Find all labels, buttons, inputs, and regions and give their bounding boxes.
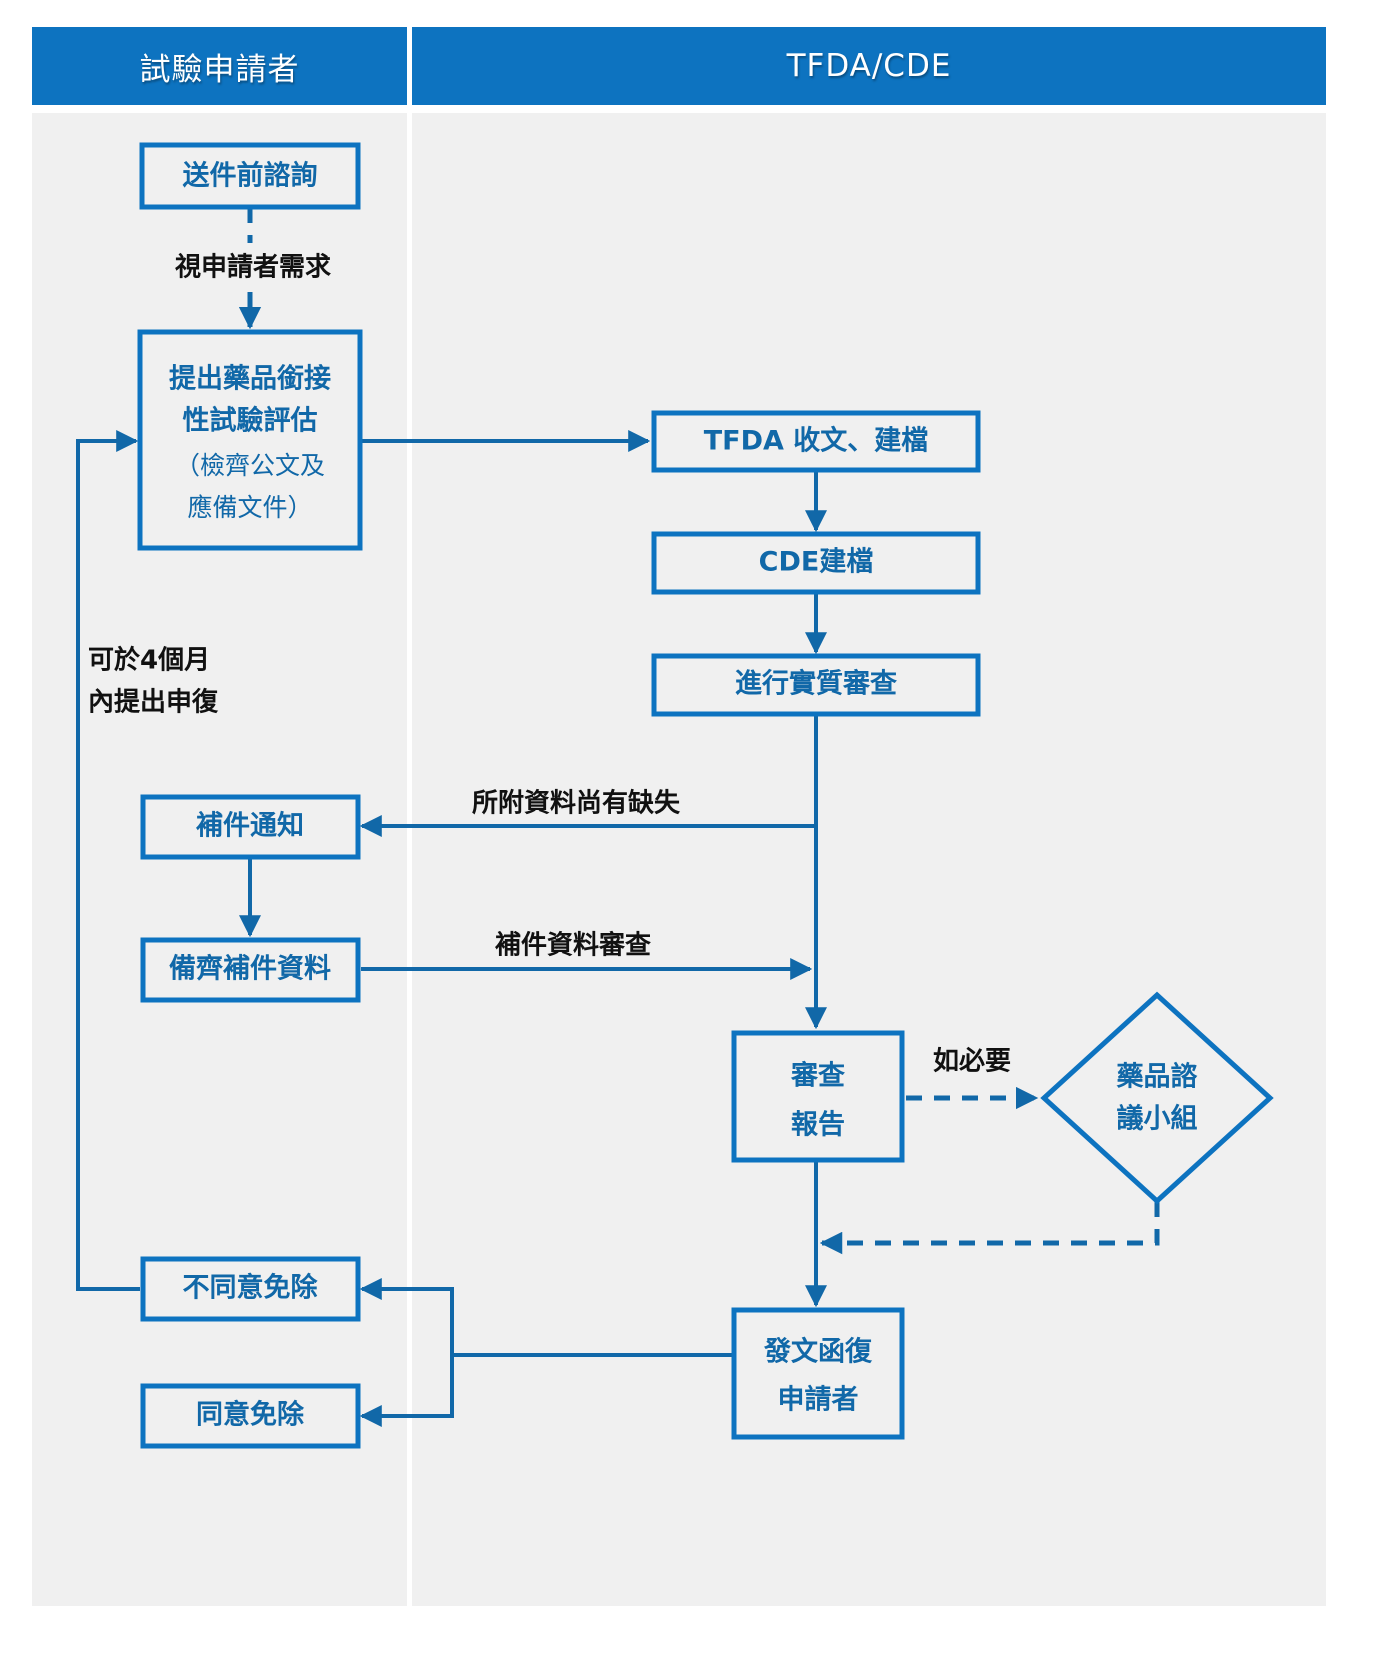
node-cde-filing[interactable]: CDE建檔 xyxy=(651,531,981,595)
edge-label-if-necessary: 如必要 xyxy=(933,1047,1011,1077)
node-label-waiver-rejected: 不同意免除 xyxy=(183,1272,319,1304)
node-label-pre-submission-consult: 送件前諮詢 xyxy=(183,160,318,192)
edge-label-resubmit-within-4-months-line2: 內提出申復 xyxy=(88,687,219,718)
node-shape-rect xyxy=(140,794,361,860)
node-shape-rect xyxy=(137,329,363,551)
node-waiver-rejected[interactable]: 不同意免除 xyxy=(140,1256,361,1322)
node-shape-rect xyxy=(139,142,361,210)
node-label-cde-filing: CDE建檔 xyxy=(759,547,874,578)
connector-waiver-rejected-resubmit-loop xyxy=(76,430,140,1291)
node-shape-rect xyxy=(731,1307,905,1440)
connector-official-reply-to-waiver-approved xyxy=(359,1355,454,1427)
node-label-prepare-supplement-data: 備齊補件資料 xyxy=(169,953,331,985)
edge-label-per-applicant-need: 視申請者需求 xyxy=(175,252,331,283)
node-label-official-reply-line1: 發文函復 xyxy=(763,1336,873,1368)
node-submit-bridging-evaluation[interactable]: 提出藥品銜接 性試驗評估 （檢齊公文及 應備文件） xyxy=(137,329,363,551)
node-label-official-reply-line2: 申請者 xyxy=(778,1384,859,1416)
node-waiver-approved[interactable]: 同意免除 xyxy=(140,1383,361,1449)
node-shape-rect xyxy=(731,1030,905,1163)
connector-advisory-group-back-to-trunk xyxy=(819,1201,1160,1255)
node-label-review-report-line2: 報告 xyxy=(791,1110,845,1141)
edge-label-attached-data-deficient: 所附資料尚有缺失 xyxy=(472,789,681,819)
node-label-submit-sub1: （檢齊公文及 xyxy=(175,451,325,480)
node-label-submit-line1: 提出藥品銜接 xyxy=(169,364,331,395)
node-prepare-supplement-data[interactable]: 備齊補件資料 xyxy=(140,937,361,1003)
lane-header-applicant: 試驗申請者 xyxy=(32,27,407,105)
node-drug-advisory-group[interactable]: 藥品諮 議小組 xyxy=(1040,991,1274,1205)
node-shape-rect xyxy=(651,653,981,717)
node-review-report[interactable]: 審查 報告 xyxy=(731,1030,905,1163)
node-label-advisory-group-line1: 藥品諮 xyxy=(1117,1061,1198,1093)
edge-label-supplement-data-review: 補件資料審查 xyxy=(494,931,651,961)
node-substantive-review[interactable]: 進行實質審查 xyxy=(651,653,981,717)
node-label-submit-line2: 性試驗評估 xyxy=(183,405,318,437)
node-label-review-report-line1: 審查 xyxy=(790,1061,845,1092)
node-shape-rect xyxy=(651,531,981,595)
node-label-tfda-receive-file: TFDA 收文、建檔 xyxy=(704,425,929,457)
node-label-advisory-group-line2: 議小組 xyxy=(1117,1103,1198,1135)
node-label-substantive-review: 進行實質審查 xyxy=(735,668,897,700)
node-supplement-notice[interactable]: 補件通知 xyxy=(140,794,361,860)
node-shape-rect xyxy=(140,937,361,1003)
node-label-waiver-approved: 同意免除 xyxy=(196,1399,305,1431)
node-official-reply-to-applicant[interactable]: 發文函復 申請者 xyxy=(731,1307,905,1440)
node-shape-rect xyxy=(140,1383,361,1449)
node-shape-rect xyxy=(651,410,981,473)
node-label-supplement-notice: 補件通知 xyxy=(195,811,304,842)
edge-label-resubmit-within-4-months-line1: 可於4個月 xyxy=(88,645,210,676)
node-shape-diamond xyxy=(1040,991,1274,1205)
node-tfda-receive-file[interactable]: TFDA 收文、建檔 xyxy=(651,410,981,473)
lane-header-tfda-cde: TFDA/CDE xyxy=(412,27,1326,105)
connector-official-reply-to-waiver-rejected xyxy=(359,1278,734,1357)
node-label-submit-sub2: 應備文件） xyxy=(187,493,312,522)
node-shape-rect xyxy=(140,1256,361,1322)
node-pre-submission-consult[interactable]: 送件前諮詢 xyxy=(139,142,361,210)
